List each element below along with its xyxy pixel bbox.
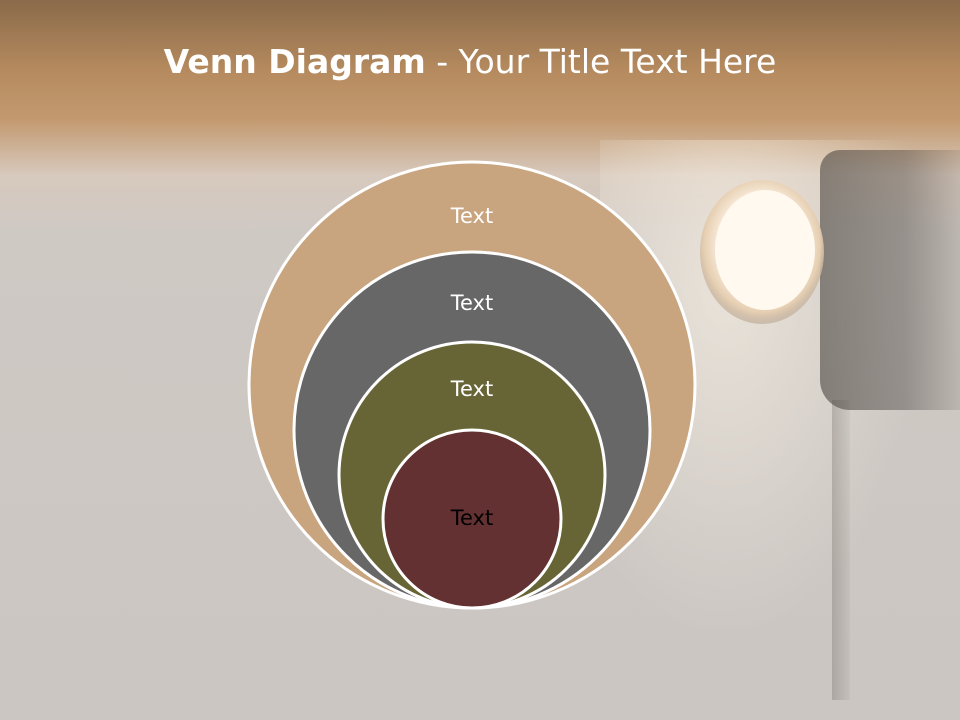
venn-circle-4: Text <box>381 428 563 610</box>
slide-title: Venn Diagram - Your Title Text Here <box>0 40 940 84</box>
venn-circle-4-shape <box>381 428 563 610</box>
title-rest: - Your Title Text Here <box>425 42 777 81</box>
spotlight-stand-image <box>832 400 850 700</box>
venn-circle-2-label: Text <box>450 291 493 315</box>
venn-circle-1-label: Text <box>450 204 493 228</box>
title-bold: Venn Diagram <box>163 42 426 81</box>
spotlight-lamp-image <box>700 180 824 324</box>
venn-circle-3-label: Text <box>450 377 493 401</box>
spotlight-housing-image <box>820 150 960 410</box>
venn-circle-4-label: Text <box>450 506 493 530</box>
